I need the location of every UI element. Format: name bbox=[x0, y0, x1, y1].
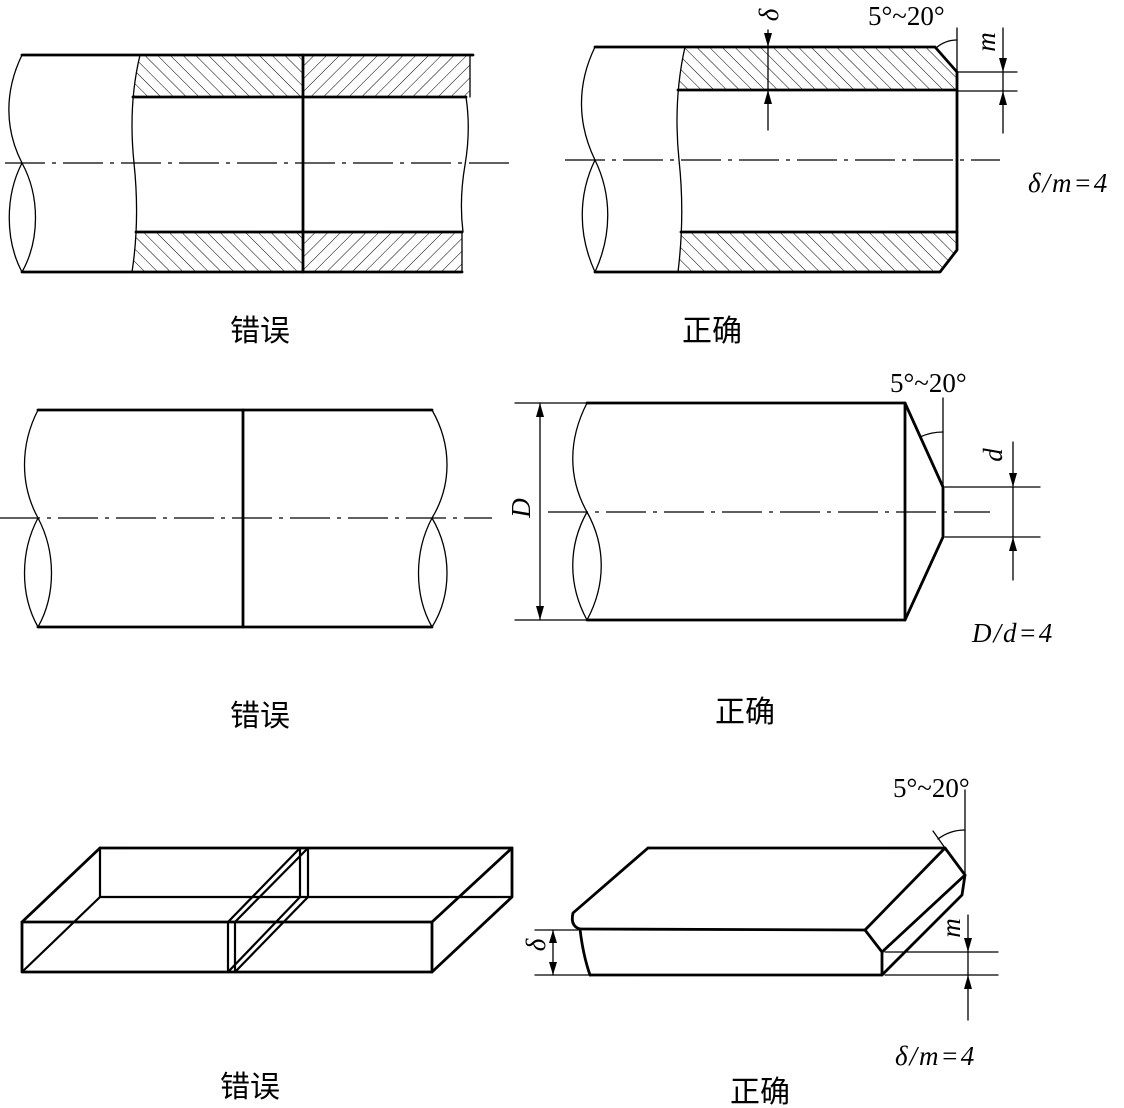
outer-outline bbox=[593, 45, 959, 274]
tip-diameter-arrow-bottom bbox=[1009, 537, 1017, 551]
bar-tip-diameter-label: d bbox=[978, 448, 1008, 462]
top-left-edge bbox=[20, 846, 102, 924]
thickness-extension-lines bbox=[534, 929, 589, 976]
plate-wrong-figure bbox=[20, 846, 514, 974]
thickness-arrow-bottom bbox=[549, 962, 557, 975]
caption-plate-wrong: 错误 bbox=[220, 1070, 280, 1105]
plate-correct-figure bbox=[534, 789, 999, 1021]
hatch-top bbox=[678, 47, 957, 90]
outer-diameter-arrow-bottom bbox=[536, 606, 544, 620]
thickness-arrow-top bbox=[764, 33, 772, 47]
tip-diameter-extension-lines bbox=[944, 486, 1041, 538]
plate-ratio-label: δ/m=4 bbox=[895, 1041, 976, 1071]
tip-diameter-arrow-top bbox=[1009, 473, 1017, 487]
tube-correct-figure bbox=[565, 27, 1018, 274]
hatch-right-top bbox=[303, 55, 470, 97]
caption-tube-correct: 正确 bbox=[682, 314, 742, 349]
hatch-right-bottom bbox=[303, 232, 462, 272]
angle-arc bbox=[937, 829, 966, 840]
tube-ratio-label: δ/m=4 bbox=[1028, 168, 1109, 198]
hatch-bottom bbox=[678, 232, 957, 272]
angle-arc bbox=[919, 431, 944, 438]
caption-bar-wrong: 错误 bbox=[230, 699, 290, 734]
hidden-edges bbox=[20, 846, 514, 974]
land-face bbox=[880, 873, 967, 977]
tube-thickness-label: δ bbox=[754, 8, 784, 21]
angle-arc bbox=[935, 39, 958, 49]
land-arrow-bottom bbox=[999, 91, 1007, 105]
bar-correct-figure bbox=[514, 397, 1041, 622]
hatch-left-bottom bbox=[132, 232, 303, 272]
plate-thickness-label: δ bbox=[521, 938, 551, 951]
caption-tube-wrong: 错误 bbox=[230, 314, 290, 349]
land-arrow-top bbox=[964, 938, 972, 952]
caption-bar-correct: 正确 bbox=[715, 695, 775, 730]
land-arrow-bottom bbox=[964, 975, 972, 989]
land-arrow-top bbox=[999, 58, 1007, 72]
bevel-extension-line bbox=[932, 830, 946, 849]
bar-ratio-label: D/d=4 bbox=[971, 618, 1054, 648]
land-extension-lines bbox=[884, 951, 999, 976]
thickness-arrow-top bbox=[549, 930, 557, 943]
tube-wrong-figure bbox=[5, 53, 510, 274]
plate-angle-label: 5°~20° bbox=[893, 773, 970, 803]
thickness-arrow-bottom bbox=[764, 90, 772, 104]
bar-outer-diameter-label: D bbox=[506, 498, 536, 519]
left-top-edge bbox=[570, 846, 650, 931]
outer-diameter-arrow-top bbox=[536, 403, 544, 417]
break-line-right bbox=[460, 54, 471, 273]
plate-land-label: m bbox=[936, 918, 966, 938]
left-front-edge bbox=[578, 927, 592, 977]
bar-wrong-figure bbox=[0, 408, 492, 629]
hatch-left-top bbox=[133, 55, 303, 97]
outer-diameter-extension-lines bbox=[514, 402, 588, 621]
land-extension-lines bbox=[957, 71, 1018, 92]
right-face bbox=[430, 846, 514, 974]
section-boundary bbox=[676, 46, 686, 273]
front-top-edge bbox=[578, 927, 867, 932]
tube-angle-label: 5°~20° bbox=[868, 1, 945, 31]
caption-plate-correct: 正确 bbox=[730, 1075, 790, 1108]
bar-angle-label: 5°~20° bbox=[890, 368, 967, 398]
tube-land-label: m bbox=[971, 32, 1001, 52]
joint-plates bbox=[226, 846, 310, 974]
